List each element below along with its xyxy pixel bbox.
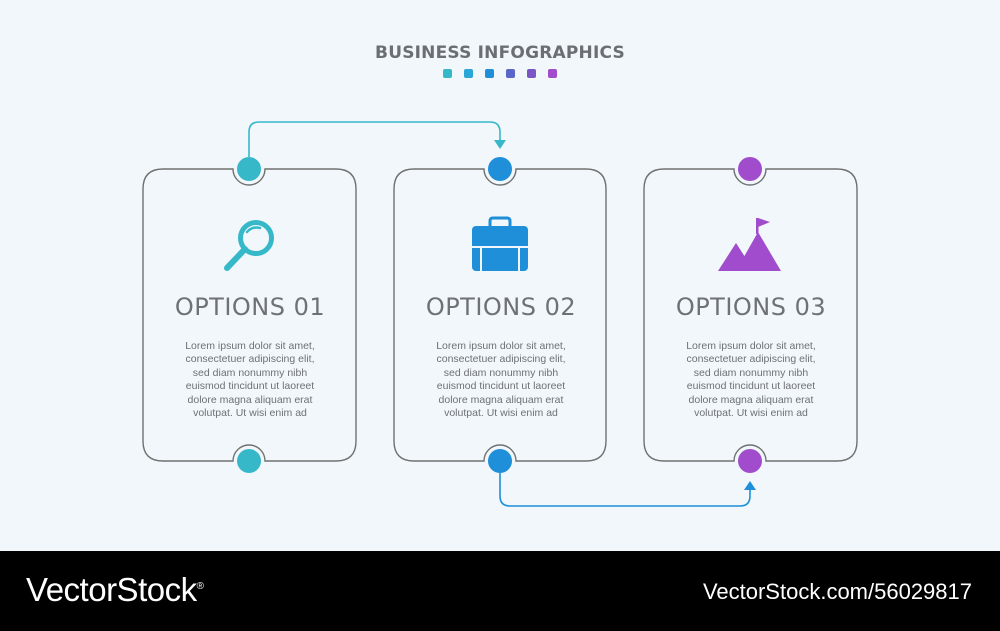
image-url: VectorStock.com/56029817 xyxy=(702,579,972,604)
card-top-node-3 xyxy=(738,157,762,181)
card-body-3: Lorem ipsum dolor sit amet, consectetuer… xyxy=(644,340,858,420)
diagram-svg xyxy=(142,121,858,507)
card-body-line: volutpat. Ut wisi enim ad xyxy=(193,407,307,420)
card-body-2: Lorem ipsum dolor sit amet, consectetuer… xyxy=(394,340,608,420)
card-body-line: dolore magna aliquam erat xyxy=(438,393,564,406)
card-body-line: euismod tincidunt ut laoreet xyxy=(686,380,816,393)
title-dot xyxy=(485,69,494,78)
card-body-line: consectetuer adipiscing elit, xyxy=(686,353,816,366)
card-body-line: Lorem ipsum dolor sit amet, xyxy=(436,340,566,352)
card-body-line: sed diam nonummy nibh xyxy=(443,366,559,379)
brand-mark: ® xyxy=(196,581,204,592)
card-body-line: volutpat. Ut wisi enim ad xyxy=(444,407,558,420)
magnifier-icon xyxy=(224,220,274,271)
card-body-line: Lorem ipsum dolor sit amet, xyxy=(686,340,816,352)
watermark-footer: VectorStock® VectorStock.com/56029817 xyxy=(0,551,1000,631)
title-dot xyxy=(527,69,536,78)
card-body-line: consectetuer adipiscing elit, xyxy=(436,353,566,366)
card-top-node-2 xyxy=(488,157,512,181)
card-title-3: OPTIONS 03 xyxy=(675,293,827,321)
card-bottom-node-3 xyxy=(738,449,762,473)
card-body-line: euismod tincidunt ut laoreet xyxy=(185,380,315,393)
connector-line-1 xyxy=(248,121,501,157)
card-body-line: volutpat. Ut wisi enim ad xyxy=(694,407,808,420)
connector-arrowhead-2 xyxy=(744,481,756,490)
card-title-1: OPTIONS 01 xyxy=(174,293,326,321)
title-dot xyxy=(548,69,557,78)
card-bottom-node-1 xyxy=(237,449,261,473)
card-outline-1 xyxy=(142,168,357,462)
mountain-flag-icon xyxy=(718,218,781,271)
card-body-line: Lorem ipsum dolor sit amet, xyxy=(185,340,315,352)
card-body-1: Lorem ipsum dolor sit amet, consectetuer… xyxy=(143,340,357,420)
card-outline-3 xyxy=(643,168,858,462)
card-body-line: dolore magna aliquam erat xyxy=(187,393,313,406)
card-body-line: sed diam nonummy nibh xyxy=(693,366,809,379)
brand-name: VectorStock xyxy=(26,571,197,608)
card-top-node-1 xyxy=(237,157,261,181)
card-body-line: dolore magna aliquam erat xyxy=(688,393,814,406)
card-body-line: consectetuer adipiscing elit, xyxy=(185,353,315,366)
connector-arrowhead-1 xyxy=(494,140,506,149)
card-outline-2 xyxy=(393,168,607,462)
title-dot xyxy=(443,69,452,78)
card-title-2: OPTIONS 02 xyxy=(425,293,577,321)
card-bottom-node-2 xyxy=(488,449,512,473)
page-title: BUSINESS INFOGRAPHICS xyxy=(375,43,625,63)
infographic-canvas: BUSINESS INFOGRAPHICS xyxy=(142,43,858,507)
title-dot xyxy=(506,69,515,78)
briefcase-icon xyxy=(472,216,528,271)
card-body-line: sed diam nonummy nibh xyxy=(192,366,308,379)
card-body-line: euismod tincidunt ut laoreet xyxy=(436,380,566,393)
connector-line-2 xyxy=(499,473,751,507)
brand-logo: VectorStock® xyxy=(26,571,204,609)
title-dot xyxy=(464,69,473,78)
